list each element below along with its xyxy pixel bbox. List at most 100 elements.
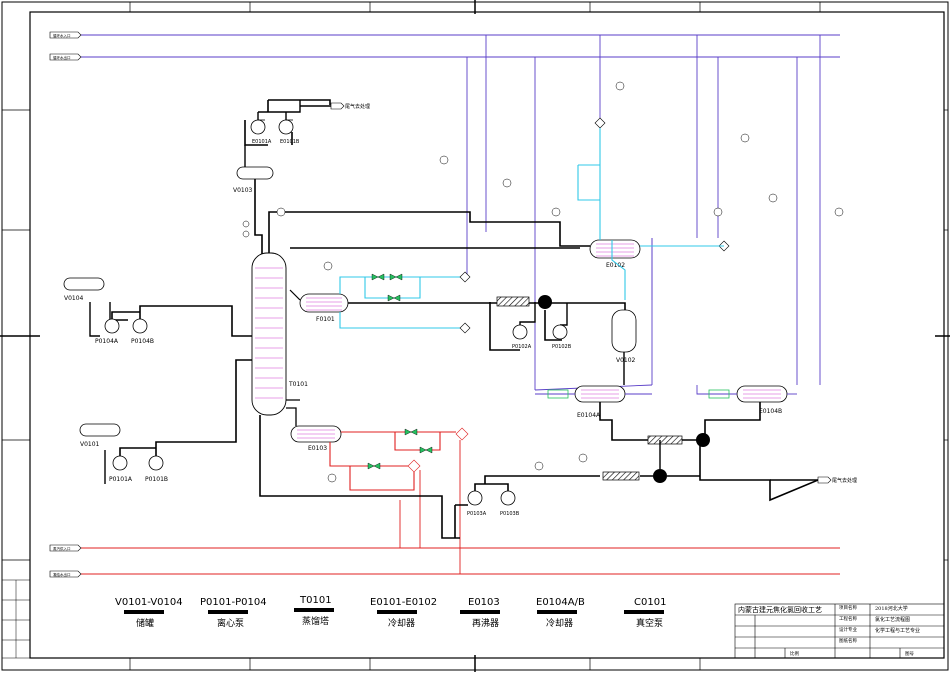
tb-r6: 图号 [905, 651, 914, 657]
legend-name-1: 储罐 [136, 617, 154, 629]
pump-p0103b[interactable] [500, 490, 516, 506]
pump-p0103a[interactable] [467, 490, 483, 506]
tb-r5: 比例 [790, 650, 799, 657]
vessel-v0101[interactable] [79, 423, 121, 437]
condensate-flag [49, 570, 82, 578]
pump-e0101a[interactable] [250, 119, 266, 135]
label-v0103: V0103 [233, 187, 253, 194]
reflux-line [254, 179, 263, 255]
label-v0104: V0104 [64, 295, 84, 302]
tb-dept: 化学工程与工艺专业 [875, 627, 920, 634]
vessel-v0104[interactable] [63, 277, 105, 291]
label-vent-top: 尾气去处理 [345, 103, 370, 110]
label-e0104a: E0104A [577, 412, 601, 419]
label-vent-right: 尾气去处理 [832, 477, 857, 484]
v0104-feed-line [111, 305, 252, 337]
overhead-vapor-line [268, 211, 590, 253]
label-e0101b: E0101B [280, 139, 300, 145]
vacuum-silencer-2 [602, 471, 640, 481]
pump-p0104b[interactable] [132, 318, 148, 334]
utility-headers [49, 31, 840, 578]
equipment-legend: V0101-V0104 储罐 P0101-P0104 蒸馏塔 离心泵 T0101… [115, 595, 666, 629]
utility-label-2: 循环水出口 [53, 55, 71, 60]
legend-name-7: 真空泵 [636, 617, 663, 629]
steam-drops [399, 440, 461, 574]
bottoms-line [259, 415, 460, 539]
vent-pumps-group [244, 99, 345, 146]
label-t0101: T0101 [288, 381, 308, 388]
label-e0102: E0102 [606, 262, 625, 269]
legend-code-2: P0101-P0104 [200, 597, 267, 608]
vessel-v0102[interactable] [611, 309, 637, 353]
e0102-cooling [577, 128, 724, 300]
column-trays [255, 267, 283, 399]
vent-top-flag [330, 102, 345, 110]
pump-p0102a[interactable] [512, 324, 528, 340]
pump-p0101b[interactable] [148, 455, 164, 471]
title-block [734, 603, 945, 659]
label-f0101: F0101 [316, 316, 335, 323]
legend-name-2b: 离心泵 [217, 617, 244, 629]
label-e0104b: E0104B [759, 408, 782, 415]
label-p0103a: P0103A [467, 511, 487, 517]
exchanger-f0101[interactable] [299, 293, 349, 313]
diamond-instruments [407, 117, 730, 473]
legend-name-6: 冷却器 [546, 617, 573, 629]
legend-code-4: E0101-E0102 [370, 597, 437, 608]
utility-label-1: 循环水入口 [53, 33, 71, 38]
label-p0102b: P0102B [552, 344, 572, 350]
pump-e0101b[interactable] [278, 119, 294, 135]
cyan-valves [371, 273, 403, 302]
tb-drawing: 氯化工艺流程图 [875, 616, 910, 623]
steam-inlet-flag [49, 544, 82, 552]
label-e0101a: E0101A [252, 139, 272, 145]
legend-name-5: 再沸器 [472, 617, 499, 629]
cw-inlet-flag [49, 31, 82, 39]
pump-p0104a[interactable] [104, 318, 120, 334]
legend-code-6: E0104A/B [536, 597, 585, 608]
condensate-line [348, 302, 626, 310]
vacuum-silencer-1 [647, 435, 683, 445]
tb-r3: 设计专业 [839, 626, 857, 633]
vent-right-flag [817, 476, 832, 484]
tb-school: 2018河北大学 [875, 605, 908, 612]
label-p0104a: P0104A [95, 338, 119, 345]
exchanger-e0102[interactable] [589, 239, 641, 259]
legend-code-5: E0103 [468, 597, 500, 608]
column-t0101[interactable] [251, 252, 287, 416]
label-v0101: V0101 [80, 441, 100, 448]
tb-r4: 图纸名称 [839, 637, 857, 644]
instrument-bubbles [242, 81, 844, 483]
label-p0103b: P0103B [500, 511, 520, 517]
label-v0102: V0102 [616, 357, 636, 364]
tb-r1: 项目名称 [839, 604, 857, 611]
vessel-v0103[interactable] [236, 166, 274, 180]
legend-name-3: 蒸馏塔 [302, 615, 329, 627]
vacuum-pump-c0101-a[interactable] [696, 433, 710, 447]
label-p0101b: P0101B [145, 476, 168, 483]
pump-p0101a[interactable] [112, 455, 128, 471]
pump-p0102b[interactable] [552, 324, 568, 340]
vacuum-line [599, 402, 820, 502]
legend-code-3: T0101 [299, 595, 332, 606]
legend-code-1: V0101-V0104 [115, 597, 183, 608]
cw-outlet-flag [49, 53, 82, 61]
tb-project: 内蒙古建元焦化氯回收工艺 [738, 605, 822, 614]
tb-r2: 工程名称 [839, 615, 857, 622]
reboiler-steam-loop [329, 431, 456, 491]
vacuum-pump-c0101-b[interactable] [653, 469, 667, 483]
revision-strip [1, 579, 31, 659]
legend-name-4: 冷却器 [388, 617, 415, 629]
cooling-water-drops [466, 35, 821, 391]
condensate-drum-node [538, 295, 552, 309]
utility-label-3: 蒸汽供入口 [53, 546, 71, 551]
reflux-pumps-group [489, 295, 568, 351]
utility-label-4: 凝结水出口 [53, 572, 71, 577]
label-e0103: E0103 [308, 445, 327, 452]
label-p0102a: P0102A [512, 344, 532, 350]
label-p0101a: P0101A [109, 476, 133, 483]
